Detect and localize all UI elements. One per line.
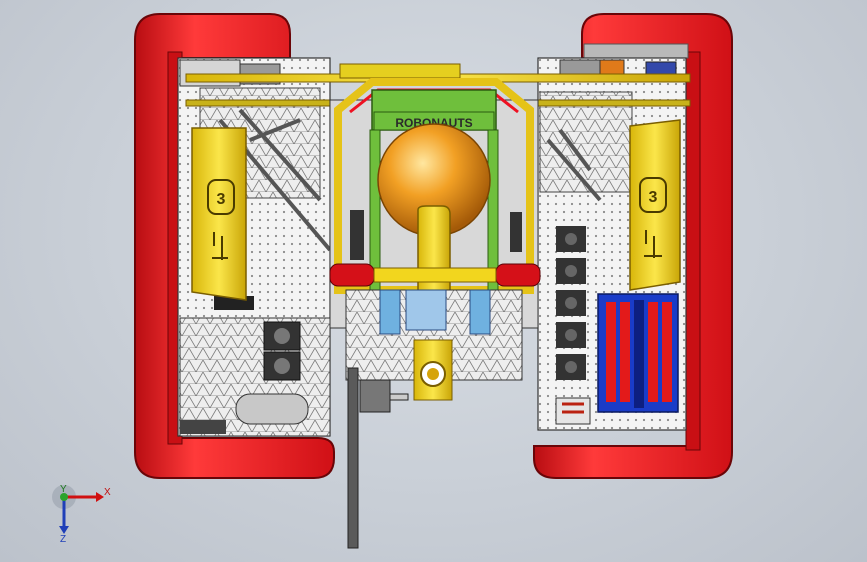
axis-y-label: Y xyxy=(60,484,67,495)
axis-z-label: Z xyxy=(60,534,67,545)
left-yellow-plate: 3 xyxy=(191,127,247,301)
arm-pole xyxy=(347,367,409,549)
axis-triad-icon xyxy=(52,485,104,534)
center-intake: ROBONAUTS xyxy=(329,78,541,401)
right-chassis xyxy=(537,57,687,431)
speed-controllers xyxy=(556,226,586,380)
right-bumper-number: 3 xyxy=(649,189,658,206)
axis-x-label: X xyxy=(104,487,111,498)
left-bumper-number: 3 xyxy=(217,191,226,208)
robot-label: ROBONAUTS xyxy=(395,116,472,130)
right-bumper xyxy=(533,13,733,479)
power-distribution-panel xyxy=(597,293,679,413)
right-yellow-plate: 3 xyxy=(629,119,681,291)
